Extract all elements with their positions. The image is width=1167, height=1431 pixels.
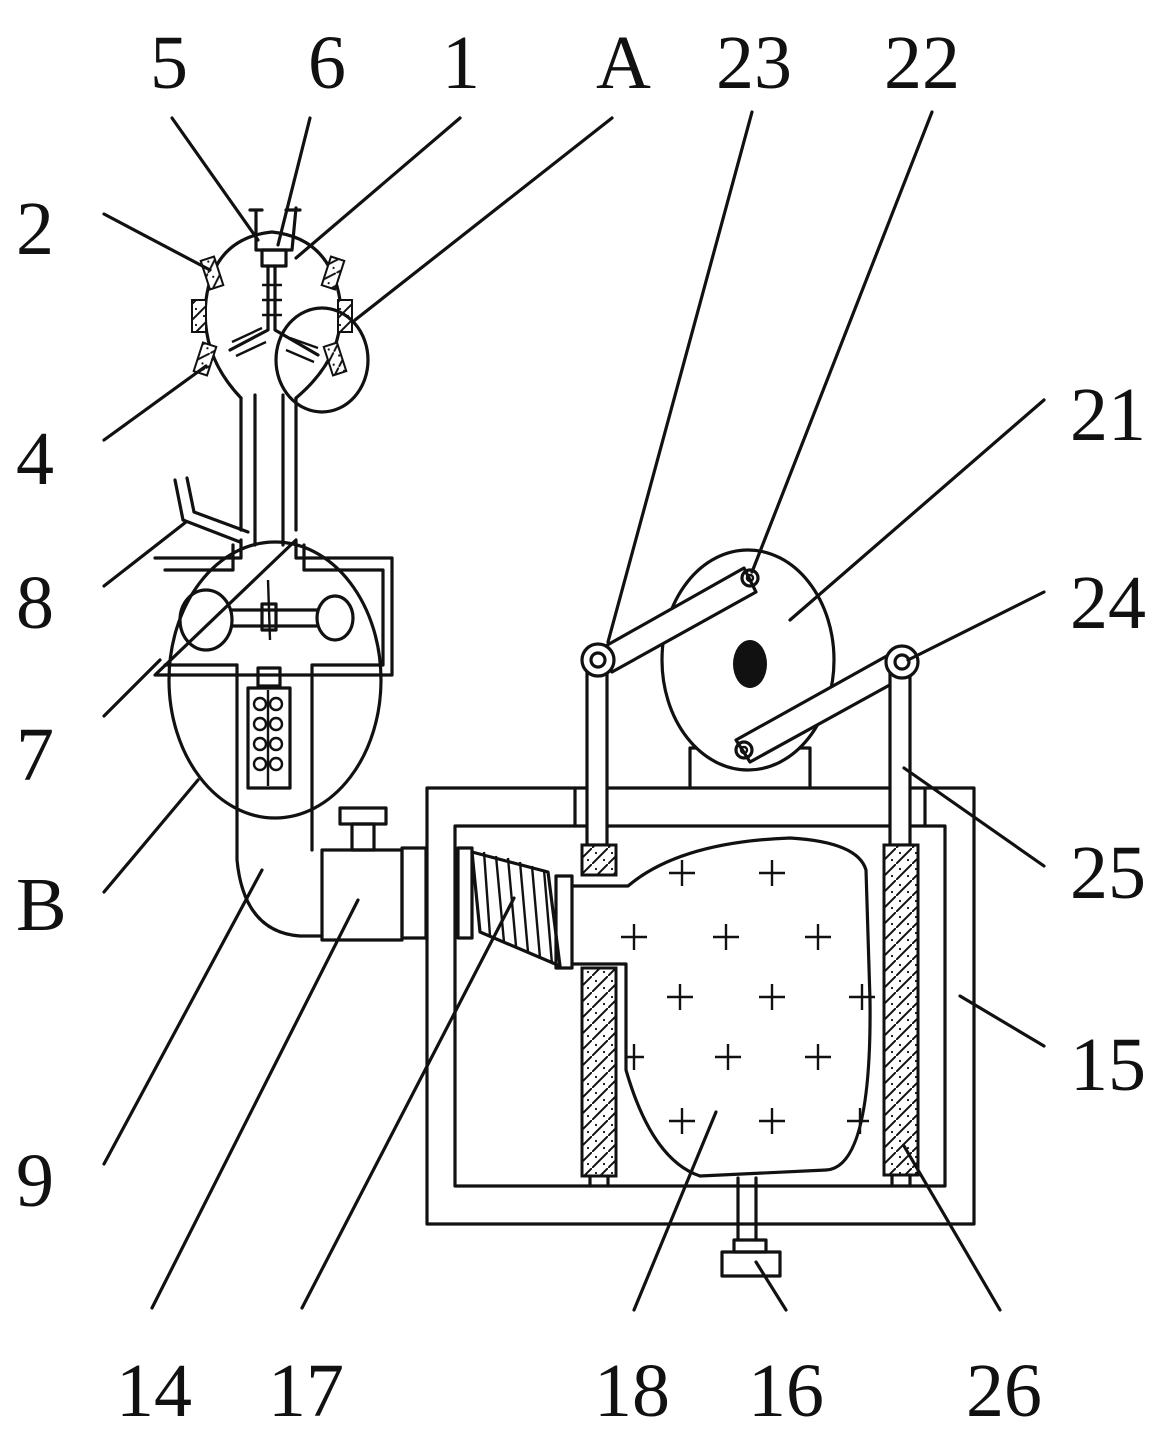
label-22: 22 — [884, 21, 960, 105]
label-B: B — [16, 863, 67, 947]
pressure-plates — [580, 843, 920, 1188]
label-17: 17 — [268, 1349, 344, 1431]
mixing-box — [153, 538, 394, 938]
scraper-teeth — [191, 255, 353, 377]
label-25: 25 — [1070, 831, 1146, 915]
label-A: A — [596, 21, 651, 105]
label-26: 26 — [966, 1349, 1042, 1431]
label-7: 7 — [16, 713, 54, 797]
label-2: 2 — [16, 187, 54, 271]
label-24: 24 — [1070, 561, 1146, 645]
detail-circle-A — [274, 306, 370, 414]
link-arms — [580, 566, 920, 847]
label-15: 15 — [1070, 1023, 1146, 1107]
leader-lines — [102, 110, 1046, 1312]
label-16: 16 — [748, 1349, 824, 1431]
valve-16 — [720, 1176, 782, 1278]
label-23: 23 — [716, 21, 792, 105]
label-14: 14 — [116, 1349, 192, 1431]
hose-17 — [456, 846, 574, 970]
label-18: 18 — [594, 1349, 670, 1431]
callout-labels: 5 6 1 A 23 22 2 4 21 8 24 7 25 B 15 9 14… — [16, 21, 1146, 1431]
spray-head-assembly — [173, 206, 370, 547]
bag-18 — [570, 836, 875, 1178]
label-4: 4 — [16, 417, 54, 501]
label-6: 6 — [308, 21, 346, 105]
detail-circle-B — [167, 540, 383, 820]
label-21: 21 — [1070, 373, 1146, 457]
label-1: 1 — [442, 21, 480, 105]
pump-14 — [320, 806, 428, 942]
label-9: 9 — [16, 1139, 54, 1223]
label-8: 8 — [16, 561, 54, 645]
label-5: 5 — [150, 21, 188, 105]
